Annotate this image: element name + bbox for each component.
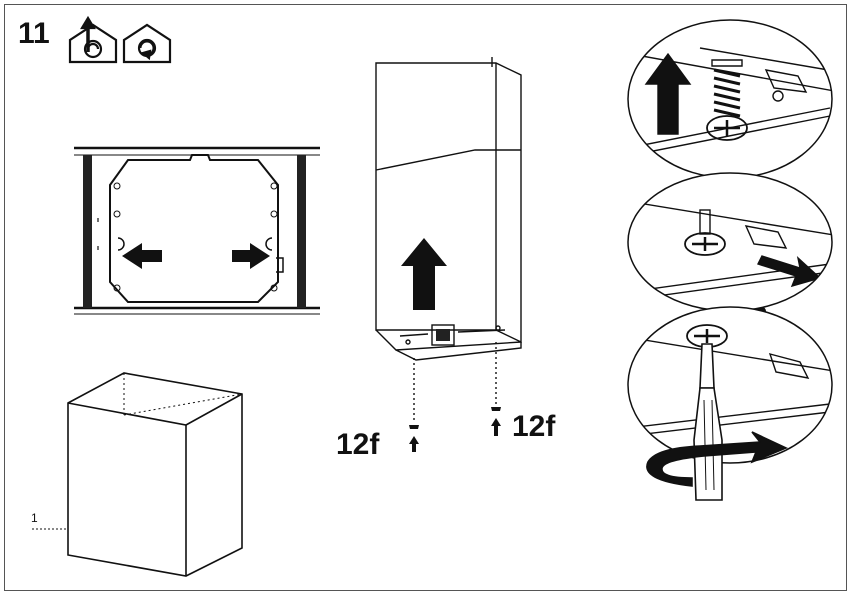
figure-frame [4, 4, 847, 591]
hood-chimney [375, 57, 522, 420]
screw-12f-left [409, 425, 419, 452]
arrow-left [122, 243, 162, 269]
arrow-right [232, 243, 270, 269]
callout-number: 1 [31, 511, 38, 525]
step-number: 11 [18, 17, 50, 50]
part-label-right: 12f [512, 410, 556, 443]
chimney-cover-box [32, 372, 243, 577]
rotation-arrow [646, 431, 788, 487]
recirculation-icon [122, 23, 172, 64]
detail-circle-2 [627, 172, 833, 312]
detail-circle-3 [627, 306, 833, 501]
detail-circle-1 [627, 19, 833, 179]
wall-mount-view [74, 146, 320, 315]
screwdriver [693, 343, 723, 501]
part-label-left: 12f [336, 428, 380, 461]
ducted-extraction-icon [68, 15, 118, 64]
screw-12f-right [491, 407, 501, 436]
arrow-up-chimney [401, 238, 447, 310]
